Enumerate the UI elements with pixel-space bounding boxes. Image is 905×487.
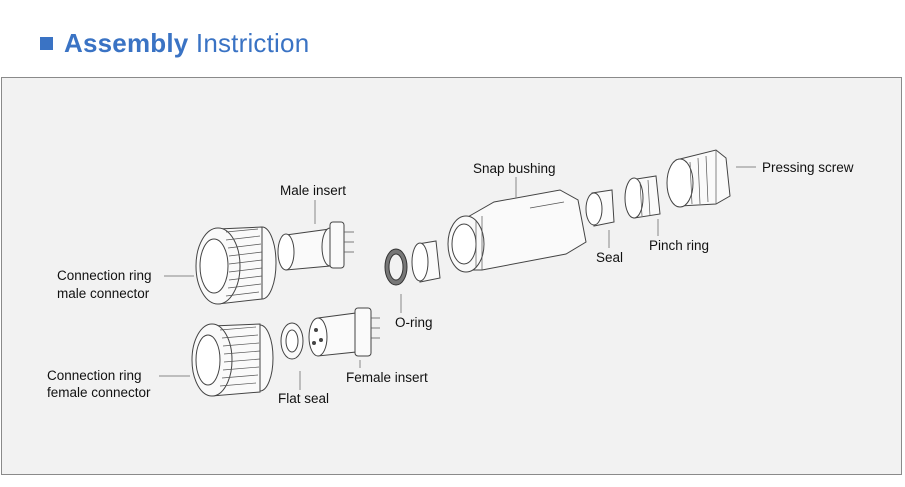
snap-bushing-part	[447, 189, 587, 273]
retaining-sleeve-part	[411, 240, 441, 283]
leader-lines	[159, 166, 756, 390]
male-insert-part	[277, 221, 354, 271]
page-title: Assembly Instriction	[64, 28, 310, 58]
label-snap-bushing: Snap bushing	[473, 161, 556, 176]
label-male-insert: Male insert	[280, 183, 346, 198]
female-insert-part	[308, 307, 380, 357]
label-flat-seal: Flat seal	[278, 391, 329, 406]
pinch-ring-part	[624, 175, 661, 219]
label-connection-ring-female-line2: female connector	[47, 385, 151, 400]
pressing-screw-part	[666, 149, 731, 208]
label-connection-ring-male-line2: male connector	[57, 286, 150, 301]
o-ring-part	[384, 248, 408, 286]
page-header: Assembly Instriction	[40, 28, 309, 59]
seal-part	[585, 189, 615, 227]
label-female-insert: Female insert	[346, 370, 428, 385]
label-o-ring: O-ring	[395, 315, 433, 330]
label-seal: Seal	[596, 250, 623, 265]
label-pressing-screw: Pressing screw	[762, 160, 854, 175]
connection-ring-male-part	[195, 226, 277, 305]
label-connection-ring-female-line1: Connection ring	[47, 368, 142, 383]
title-bullet-icon	[40, 37, 53, 50]
label-connection-ring-male-line1: Connection ring	[57, 268, 152, 283]
flat-seal-part	[280, 322, 304, 360]
connection-ring-female-part	[191, 323, 274, 397]
diagram-panel	[1, 77, 902, 475]
label-pinch-ring: Pinch ring	[649, 238, 709, 253]
